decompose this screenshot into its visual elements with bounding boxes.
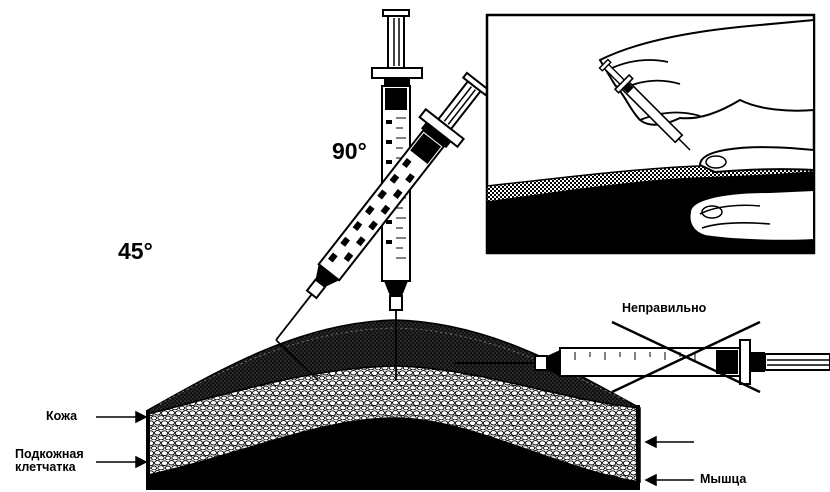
syringe-45-icon — [257, 67, 497, 355]
incorrect-label: Неправильно — [622, 302, 706, 315]
muscle-label: Мышца — [700, 473, 746, 486]
angle-90-label: 90° — [332, 140, 367, 163]
inset-hand-illustration — [487, 15, 814, 253]
angle-45-label: 45° — [118, 240, 153, 263]
subcutaneous-label: Подкожная клетчатка — [15, 448, 84, 474]
subcutaneous-label-line2: клетчатка — [15, 461, 84, 474]
skin-label: Кожа — [46, 410, 77, 423]
tissue-cross-section — [146, 320, 640, 490]
